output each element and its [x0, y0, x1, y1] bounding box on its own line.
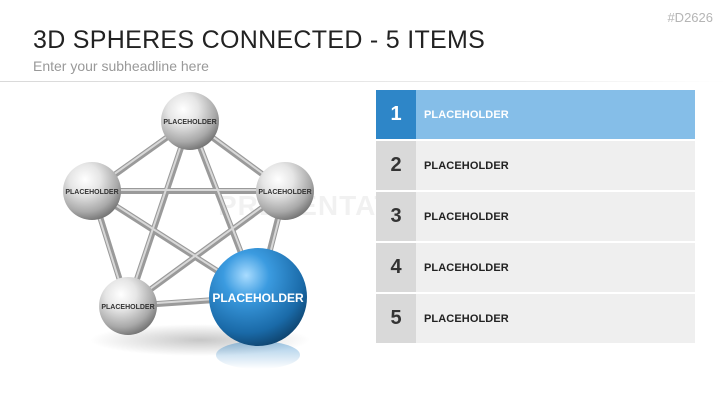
list-item[interactable]: 1 PLACEHOLDER: [376, 90, 695, 139]
sphere-label: PLACEHOLDER: [163, 119, 216, 126]
sphere-label: PLACEHOLDER: [212, 291, 304, 305]
list-item-label[interactable]: PLACEHOLDER: [416, 90, 695, 139]
sphere-label: PLACEHOLDER: [101, 304, 154, 311]
list-item-label[interactable]: PLACEHOLDER: [416, 192, 695, 241]
sphere-top[interactable]: PLACEHOLDER: [161, 92, 219, 150]
list-item-number: 4: [376, 243, 416, 292]
header-divider: [0, 81, 727, 82]
list-item-label[interactable]: PLACEHOLDER: [416, 243, 695, 292]
page-title[interactable]: 3D SPHERES CONNECTED - 5 ITEMS: [33, 26, 486, 54]
list-item-number: 5: [376, 294, 416, 343]
sphere-right[interactable]: PLACEHOLDER: [256, 162, 314, 220]
sphere-bottom-left[interactable]: PLACEHOLDER: [99, 277, 157, 335]
list-item-number: 2: [376, 141, 416, 190]
list-item[interactable]: 4 PLACEHOLDER: [376, 243, 695, 292]
sphere-label: PLACEHOLDER: [65, 189, 118, 196]
list-item[interactable]: 5 PLACEHOLDER: [376, 294, 695, 343]
items-list: 1 PLACEHOLDER 2 PLACEHOLDER 3 PLACEHOLDE…: [376, 90, 695, 345]
sphere-left[interactable]: PLACEHOLDER: [63, 162, 121, 220]
list-item[interactable]: 3 PLACEHOLDER: [376, 192, 695, 241]
sphere-bottom-right-highlight[interactable]: PLACEHOLDER: [209, 248, 307, 346]
list-item-label[interactable]: PLACEHOLDER: [416, 294, 695, 343]
spheres-diagram: PLACEHOLDER PLACEHOLDER PLACEHOLDER PLAC…: [0, 82, 360, 409]
list-item-number: 3: [376, 192, 416, 241]
slide-code: #D2626: [667, 10, 713, 25]
list-item-number: 1: [376, 90, 416, 139]
list-item[interactable]: 2 PLACEHOLDER: [376, 141, 695, 190]
sphere-reflection: [216, 341, 300, 369]
page-subtitle[interactable]: Enter your subheadline here: [33, 58, 209, 74]
list-item-label[interactable]: PLACEHOLDER: [416, 141, 695, 190]
sphere-label: PLACEHOLDER: [258, 189, 311, 196]
